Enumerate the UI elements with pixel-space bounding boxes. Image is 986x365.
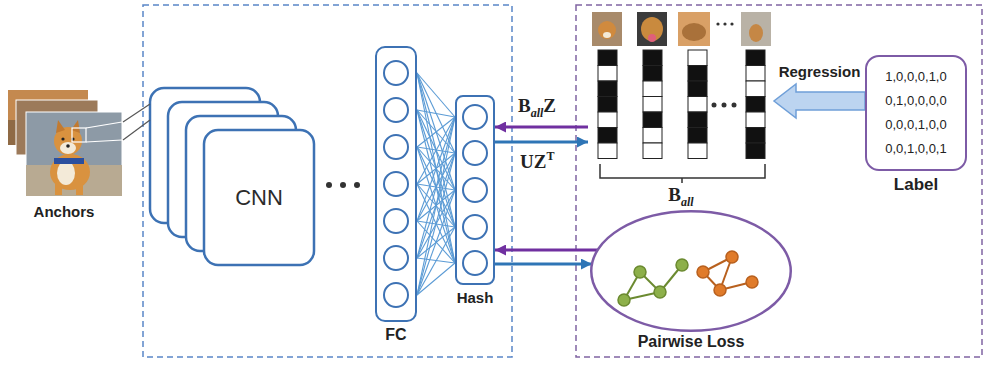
text-group: Ball <box>588 184 774 210</box>
matrix-subscript: all <box>531 106 544 120</box>
input-link <box>123 104 150 140</box>
node-caption: Anchors <box>5 203 123 220</box>
ellipse-outline <box>590 210 792 332</box>
layer-label: Hash <box>437 289 513 306</box>
matrix-symbol: B <box>668 184 681 205</box>
pairwise-graph-icon <box>618 251 758 306</box>
node-caption: Pairwise Loss <box>590 333 792 351</box>
block-title: CNN <box>204 130 314 265</box>
feedback-arrow <box>495 127 588 128</box>
dense-connections <box>417 73 455 295</box>
edge-label: Regression <box>779 63 861 80</box>
thumbnail-images <box>592 12 771 46</box>
fc-neurons <box>384 61 408 307</box>
matrix-symbol: B <box>518 95 531 116</box>
hash-neurons <box>463 105 487 275</box>
ellipsis-dots <box>326 182 360 188</box>
label-matrix-box: 1,0,0,0,1,0 0,1,0,0,0,0 0,0,0,1,0,0 0,0,… <box>865 55 967 171</box>
anchor-photos <box>8 90 122 196</box>
ellipse-border <box>591 211 791 331</box>
label-rows: 1,0,0,0,1,0 0,1,0,0,0,0 0,0,0,1,0,0 0,0,… <box>873 65 959 161</box>
transpose-mark: T <box>546 149 554 163</box>
hash-code-matrix: Ball <box>588 8 774 214</box>
cnn-stack <box>150 88 314 265</box>
loss-region <box>576 5 982 357</box>
fc-layer: FC <box>375 46 417 322</box>
regression-arrow <box>774 84 865 118</box>
layer-label: FC <box>357 326 435 344</box>
matrix-bracket <box>600 164 765 183</box>
forward-arrow <box>495 142 588 143</box>
forward-arrow <box>495 264 592 265</box>
matrix-symbol: Z <box>543 95 556 116</box>
arrow-annotation: UZT <box>520 149 554 173</box>
matrix-symbol: UZ <box>520 151 546 172</box>
arrow-annotation: BallZ <box>518 95 556 121</box>
matrix-subscript: all <box>681 195 694 209</box>
anchor-images: Anchors <box>5 88 123 197</box>
cnn-block: CNN <box>150 88 314 265</box>
hash-code-columns <box>598 50 765 159</box>
network-region <box>143 5 512 357</box>
pairwise-loss-ellipse: Pairwise Loss <box>590 210 792 332</box>
node-caption: Label <box>857 175 975 195</box>
hash-layer: Hash <box>455 95 495 285</box>
column-dots <box>712 103 737 108</box>
feedback-arrow <box>495 250 598 251</box>
